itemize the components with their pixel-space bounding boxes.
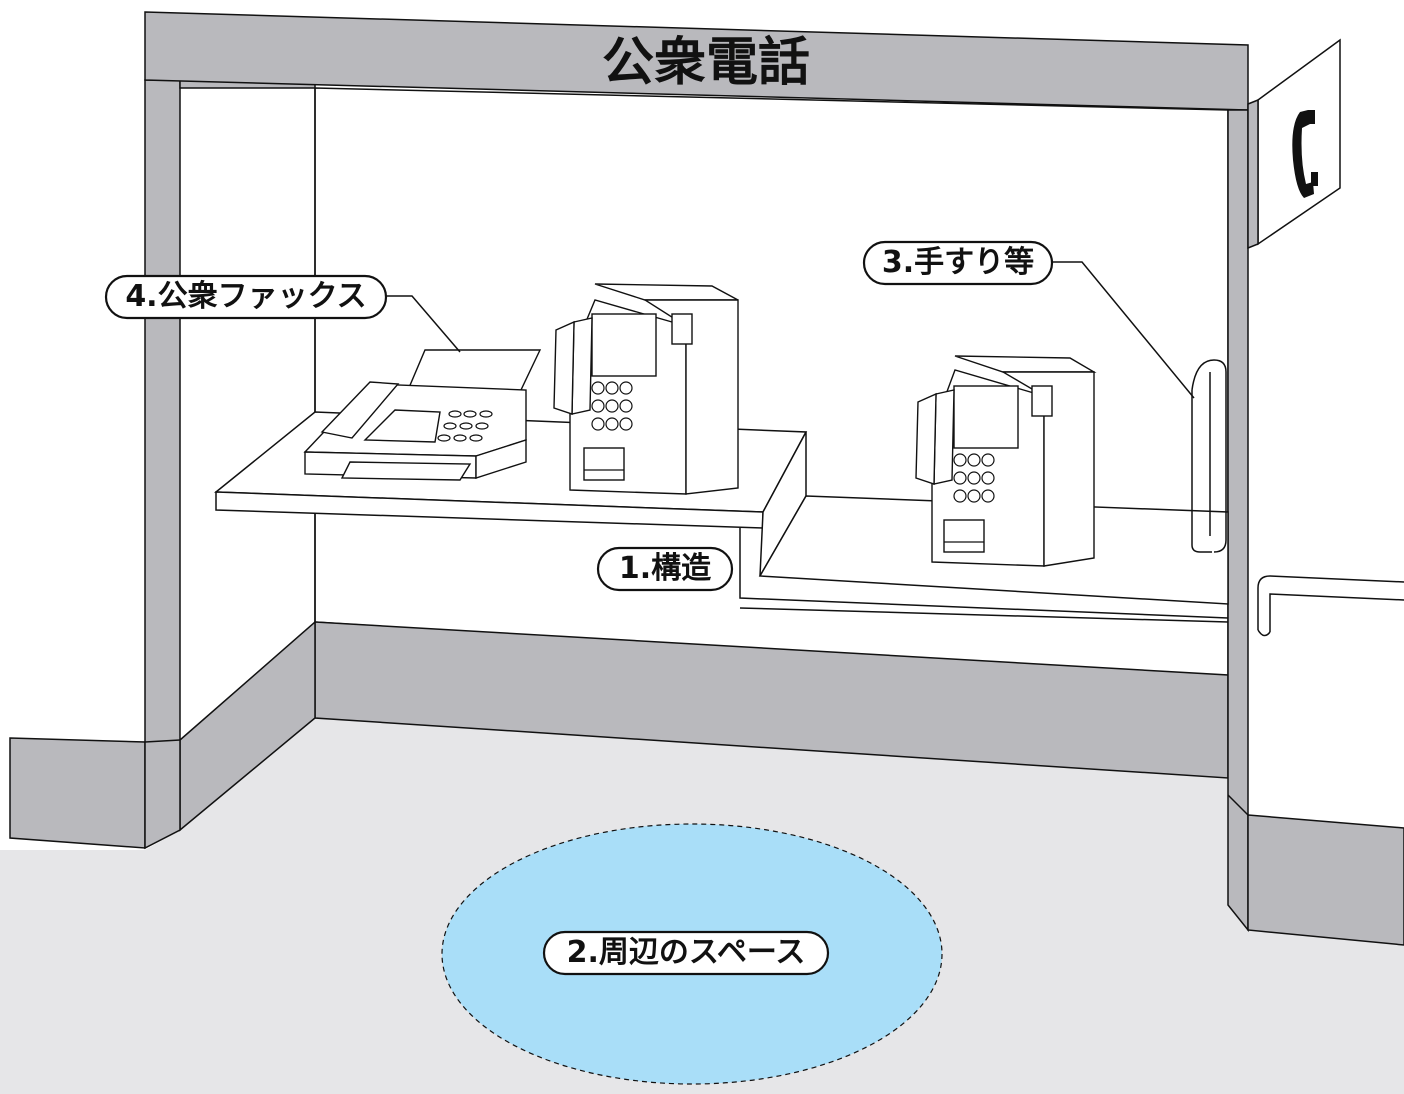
counter-lower-front: [739, 528, 1229, 619]
label-structure-text: 1.構造: [619, 551, 711, 586]
label-surrounding-space: 2.周辺のスペース: [542, 930, 830, 976]
left-pillar-front: [144, 79, 181, 850]
leader-line-handrail: [1052, 261, 1195, 399]
label-surrounding-space-text: 2.周辺のスペース: [567, 935, 806, 970]
counter-lower-edge: [739, 607, 1229, 623]
label-handrail-text: 3.手すり等: [882, 245, 1034, 280]
payphone-left: [553, 283, 739, 495]
phone-sign-edge: [1247, 98, 1259, 250]
label-handrail: 3.手すり等: [862, 240, 1054, 286]
payphone-right: [915, 355, 1097, 567]
left-outer-baseboard: [9, 737, 146, 849]
fax-machine: [303, 349, 542, 481]
label-structure: 1.構造: [596, 546, 734, 592]
right-pillar-front: [1227, 109, 1249, 933]
label-public-fax: 4.公衆ファックス: [104, 274, 388, 320]
label-public-fax-text: 4.公衆ファックス: [125, 279, 366, 314]
leader-line-fax: [386, 295, 461, 353]
handrail-vertical: [1191, 359, 1227, 553]
right-outer-baseboard: [1247, 814, 1404, 946]
right-wall-handrail-end: [1257, 629, 1271, 637]
right-wall-handrail: [1257, 575, 1404, 632]
sign-title: 公衆電話: [602, 33, 810, 93]
right-pillar-joint: [1227, 794, 1249, 816]
telephone-icon: [1292, 110, 1318, 198]
left-pillar-joint: [144, 739, 181, 743]
